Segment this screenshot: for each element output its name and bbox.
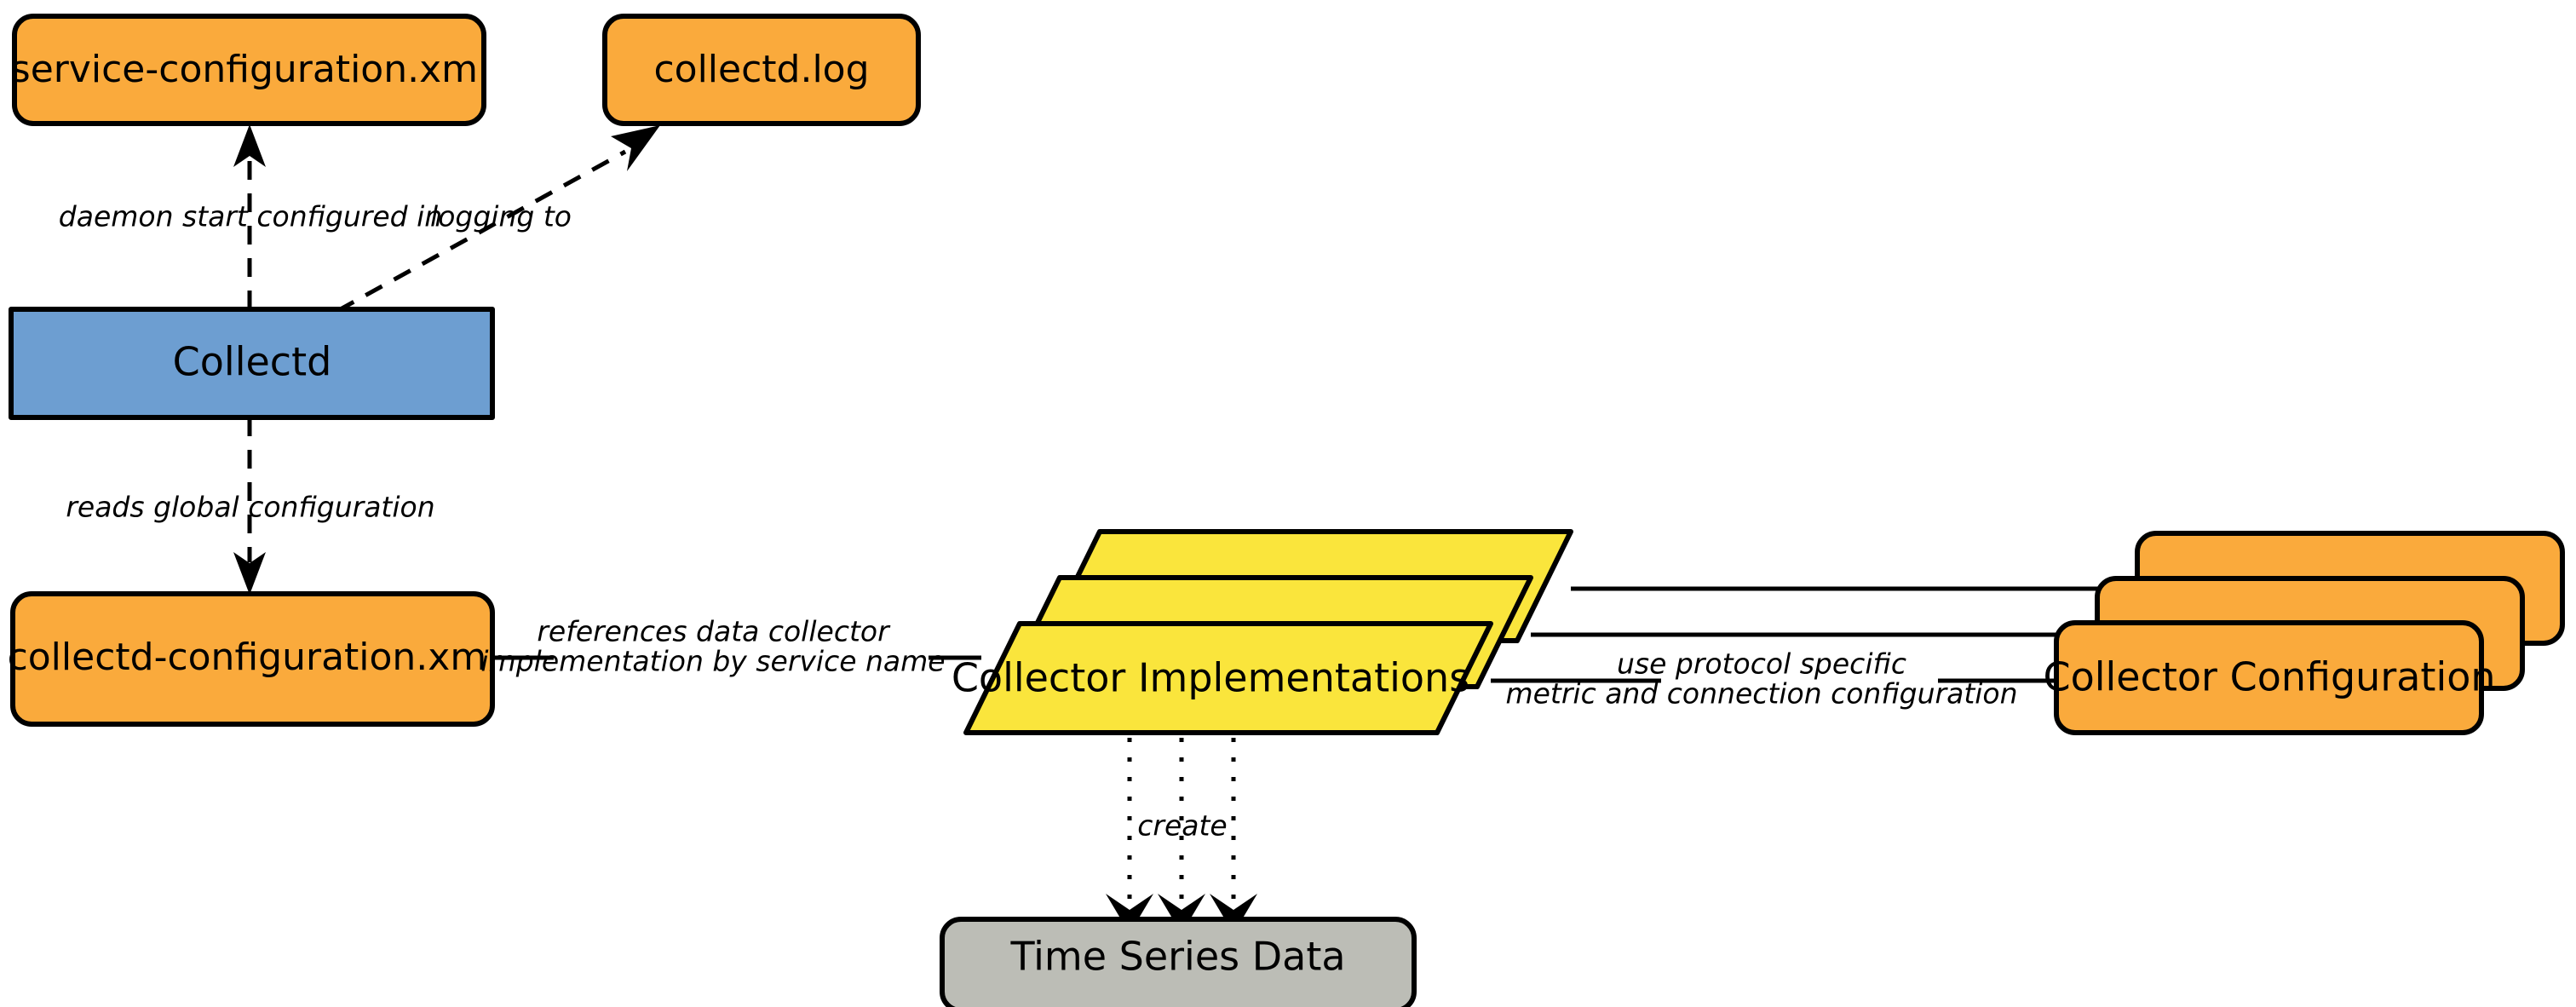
edge-daemon-start-configured-in bbox=[233, 124, 266, 309]
edge-label-use-protocol-line1: use protocol specific bbox=[1617, 647, 1906, 681]
node-collectd-configuration-xml-label: collectd-configuration.xml bbox=[8, 636, 497, 679]
edge-logging-to-line bbox=[336, 149, 627, 314]
node-collectd-label: Collectd bbox=[173, 339, 332, 385]
edge-create bbox=[1106, 738, 1257, 934]
edge-label-references-data-collector: references data collector implementation… bbox=[480, 615, 945, 678]
edge-label-daemon-start: daemon start configured in bbox=[59, 200, 442, 233]
node-time-series-data-shape[interactable] bbox=[940, 917, 1417, 1007]
node-service-configuration-xml-shape[interactable] bbox=[12, 14, 486, 126]
node-collector-implementations-label: Collector Implementations bbox=[952, 655, 1469, 701]
node-collectd-log-label: collectd.log bbox=[653, 48, 869, 91]
node-collectd-configuration-xml[interactable]: collectd-configuration.xml bbox=[8, 591, 497, 727]
edge-label-reads-global-configuration: reads global configuration bbox=[66, 491, 434, 524]
node-time-series-data[interactable]: Time Series Data bbox=[940, 917, 1417, 1007]
node-collector-configuration[interactable]: Collector Configuration bbox=[2043, 531, 2565, 735]
edge-use-protocol-specific bbox=[1491, 586, 2137, 683]
edge-logging-to-arrowhead bbox=[611, 125, 660, 171]
edge-create-arrowhead-2 bbox=[1158, 894, 1205, 934]
edge-label-references-line1: references data collector bbox=[537, 615, 891, 648]
node-collectd-configuration-xml-shape[interactable] bbox=[10, 591, 495, 727]
node-service-configuration-xml-label: service-configuration.xml bbox=[11, 48, 488, 91]
node-collectd-log-shape[interactable] bbox=[602, 14, 921, 126]
node-collector-implementations[interactable]: Collector Implementations bbox=[952, 529, 1573, 735]
edge-label-create: create bbox=[1137, 809, 1227, 843]
edge-label-references-line2: implementation by service name bbox=[480, 645, 945, 678]
node-service-configuration-xml[interactable]: service-configuration.xml bbox=[11, 14, 488, 126]
edge-create-arrowhead-1 bbox=[1106, 894, 1153, 934]
edge-label-logging-to: logging to bbox=[430, 200, 572, 233]
edge-daemon-start-arrowhead bbox=[233, 124, 266, 167]
edge-label-use-protocol-specific: use protocol specific metric and connect… bbox=[1505, 647, 2017, 711]
edge-label-use-protocol-line2: metric and connection configuration bbox=[1505, 677, 2017, 711]
node-collector-configuration-label: Collector Configuration bbox=[2043, 654, 2495, 700]
edge-create-arrowhead-3 bbox=[1210, 894, 1257, 934]
node-collectd-log[interactable]: collectd.log bbox=[602, 14, 921, 126]
node-collector-configuration-shape-front[interactable] bbox=[2054, 620, 2484, 735]
node-collectd[interactable]: Collectd bbox=[9, 307, 495, 420]
edge-reads-global-configuration bbox=[233, 417, 266, 595]
node-collector-implementations-shape-front[interactable] bbox=[963, 621, 1493, 735]
node-collectd-shape[interactable] bbox=[9, 307, 495, 420]
edge-logging-to bbox=[336, 125, 660, 314]
edge-reads-global-arrowhead bbox=[233, 552, 266, 595]
node-time-series-data-label: Time Series Data bbox=[1009, 934, 1345, 980]
